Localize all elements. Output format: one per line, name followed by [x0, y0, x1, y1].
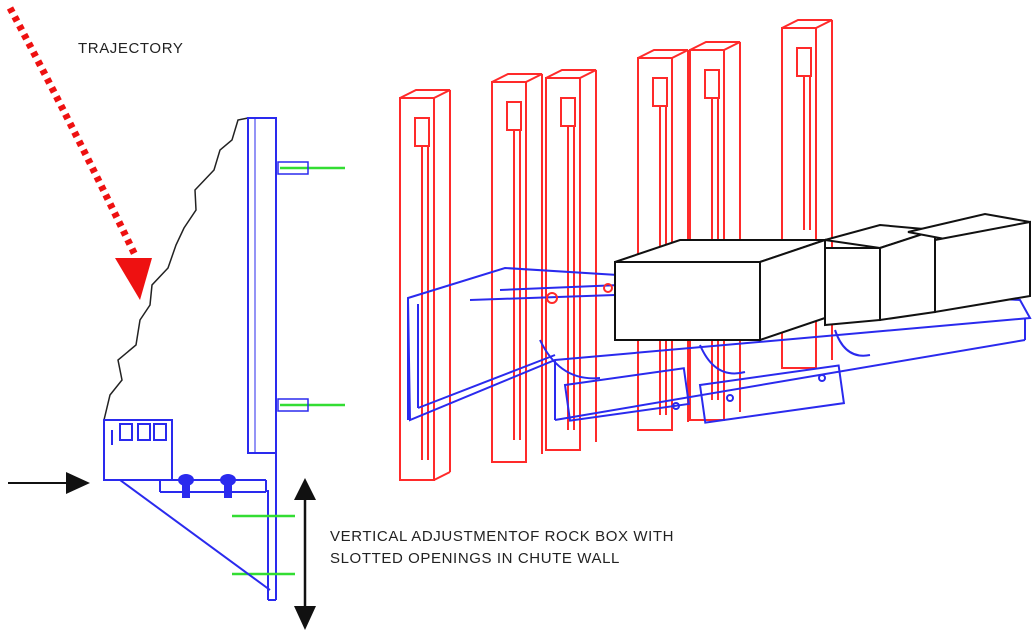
rock-box-3 — [907, 212, 1031, 314]
input-arrow — [8, 472, 90, 494]
trajectory-arrow — [6, 6, 152, 300]
guide-lines — [232, 166, 345, 576]
chute-wall-side — [247, 117, 277, 601]
wall-slots — [277, 161, 309, 412]
slotted-plate-5 — [689, 41, 741, 421]
adjustment-note-line-2: SLOTTED OPENINGS IN CHUTE WALL — [330, 550, 620, 567]
slotted-plate-1 — [399, 89, 451, 481]
bracket-isometric — [406, 266, 1032, 424]
rock-boxes — [614, 212, 1031, 342]
rock-box-2 — [824, 223, 936, 327]
slotted-plate-3 — [545, 69, 597, 451]
adjustment-note: VERTICAL ADJUSTMENTOF ROCK BOX WITH SLOT… — [330, 526, 674, 570]
trajectory-label: TRAJECTORY — [78, 40, 184, 57]
vertical-adjustment-arrow — [294, 478, 316, 630]
rock-box-side — [103, 419, 271, 591]
bracket-holes — [546, 283, 826, 410]
bracket-bolts — [178, 474, 236, 498]
adjustment-note-line-1: VERTICAL ADJUSTMENTOF ROCK BOX WITH — [330, 528, 675, 545]
rock-profile — [103, 117, 249, 421]
rock-box-1 — [614, 238, 826, 342]
